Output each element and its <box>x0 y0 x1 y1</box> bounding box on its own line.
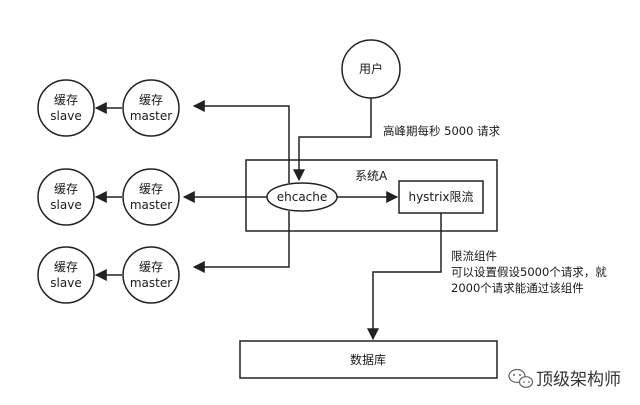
rate-limit-note: 限流组件 可以设置假设5000个请求，就 2000个请求能通过该组件 <box>451 249 607 295</box>
cache-master-node <box>122 168 180 226</box>
cache-slave-label-1: 缓存 <box>54 182 78 196</box>
rate-limit-line-2: 可以设置假设5000个请求，就 <box>451 265 607 279</box>
cache-slave-node <box>37 79 95 137</box>
watermark: 顶级架构师 <box>508 368 621 390</box>
cache-master-node <box>122 79 180 137</box>
system-a-label: 系统A <box>355 169 388 183</box>
wechat-icon <box>508 368 534 388</box>
cache-slave-label-1: 缓存 <box>54 260 78 274</box>
ehcache-label: ehcache <box>277 190 328 204</box>
database-node: 数据库 <box>239 340 498 379</box>
cache-slave-label-2: slave <box>50 276 81 290</box>
watermark-text: 顶级架构师 <box>536 370 621 390</box>
cache-master-node <box>122 246 180 304</box>
system-a-box <box>245 159 498 232</box>
cache-row-1: 缓存 slave 缓存 master <box>37 79 180 137</box>
hystrix-node: hystrix限流 <box>398 180 484 214</box>
cache-master-label-2: master <box>130 109 172 123</box>
cache-slave-label-1: 缓存 <box>54 93 78 107</box>
cache-slave-label-2: slave <box>50 109 81 123</box>
hystrix-to-database-arrow <box>367 213 442 341</box>
cache-master-label-1: 缓存 <box>139 182 163 196</box>
cache-slave-node <box>37 168 95 226</box>
cache-master-label-1: 缓存 <box>139 260 163 274</box>
cache-slave-node <box>37 246 95 304</box>
rate-limit-line-3: 2000个请求能通过该组件 <box>451 281 584 295</box>
hystrix-label: hystrix限流 <box>408 190 473 204</box>
user-node: 用户 <box>341 39 401 99</box>
cache-master-label-1: 缓存 <box>139 93 163 107</box>
cache-row-3: 缓存 slave 缓存 master <box>37 246 180 304</box>
cache-slave-label-2: slave <box>50 198 81 212</box>
traffic-label: 高峰期每秒 5000 请求 <box>383 124 501 138</box>
cache-master-label-2: master <box>130 276 172 290</box>
user-label: 用户 <box>359 61 383 76</box>
user-to-ehcache-arrow <box>293 98 372 182</box>
rate-limit-line-1: 限流组件 <box>451 249 497 263</box>
cache-master-label-2: master <box>130 198 172 212</box>
database-label: 数据库 <box>350 352 386 367</box>
ehcache-to-master-1-arrow <box>192 100 290 183</box>
ehcache-to-master-3-arrow <box>192 211 290 273</box>
ehcache-node: ehcache <box>266 182 338 212</box>
cache-row-2: 缓存 slave 缓存 master <box>37 168 180 226</box>
